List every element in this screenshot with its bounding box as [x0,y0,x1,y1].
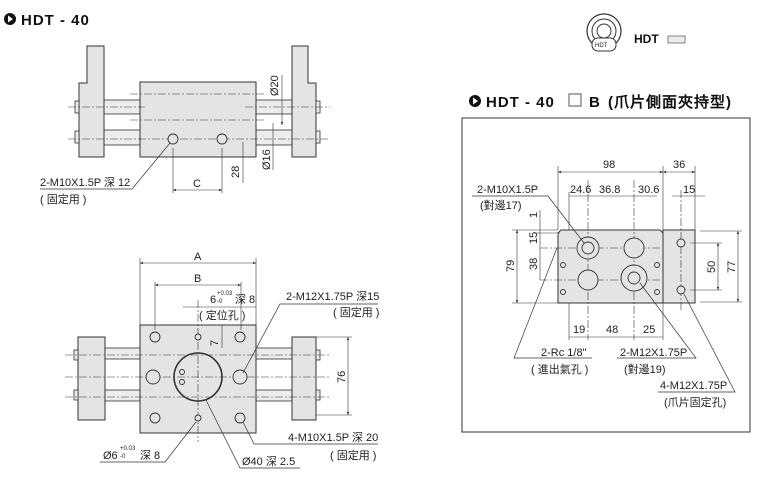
dim-c: C [193,178,201,190]
callout-m12: 2-M12X1.75P [620,347,687,359]
callout-m12-note: (對邊19) [624,362,666,376]
dim-7: 7 [209,340,221,346]
callout-m12-jaw-note: (爪片固定孔) [664,395,726,409]
dowel-bottom: Ø6 [103,450,118,462]
dim-phi16: Ø16 [261,149,273,170]
dim-15-top: 15 [683,184,695,196]
right-jaw [291,336,317,421]
dim-b: B [194,273,201,285]
dim-15-left: 15 [528,232,540,244]
dowel-bottom-depth: 深 8 [140,449,160,462]
callout-m10-note: ( 固定用 ) [330,448,376,462]
right-jaw [291,45,317,158]
dim-77: 77 [726,261,738,273]
callout-m12-jaw: 4-M12X1.75P [660,380,727,392]
dim-98: 98 [603,159,615,171]
dim-36-8: 36.8 [599,184,620,196]
dim-25: 25 [643,324,655,336]
dim-28: 28 [230,166,242,178]
jaw-block [557,229,664,304]
model-code-box [667,35,686,44]
dim-50: 50 [706,261,718,273]
dim-38: 38 [528,258,540,270]
dim-1: 1 [528,212,540,218]
dowel-bottom-tol-minus: -0 [120,454,126,460]
side-title-prefix: HDT - 40 [486,94,555,111]
dim-48: 48 [606,324,618,336]
dim-phi20: Ø20 [269,75,281,96]
dim-a: A [194,251,202,263]
recess-label: Ø40 深 2.5 [242,455,295,468]
body [139,81,257,158]
dim-19: 19 [573,324,585,336]
callout-rc: 2-Rc 1/8" [541,347,587,359]
dim-76: 76 [336,371,348,383]
side-view-frame [461,117,751,433]
side-title-note: (爪片側面夾持型) [608,93,732,111]
mount-holes [145,331,248,424]
bullet-icon [469,95,481,107]
callout-hole-note: ( 固定用 ) [40,192,86,206]
mount-hole [167,133,179,145]
callout-m10: 4-M10X1.5P 深 20 [288,431,378,444]
dowel-top: 6 [210,294,216,306]
front-view: A B 6 +0.03 -0 深 8 ( 定位孔 ) 7 76 2-M12X1.… [65,251,379,469]
dowel-top-tol-minus: -0 [217,299,223,305]
left-jaw [77,336,106,421]
dim-79: 79 [505,260,517,272]
logo-text: HDT [595,43,608,49]
callout-m12: 2-M12X1.75P 深15 [286,290,379,303]
dim-36: 36 [673,159,685,171]
logo-label: HDT [634,32,659,46]
dowel-top-tol-plus: +0.03 [217,291,233,297]
callout-m10: 2-M10X1.5P [477,184,538,196]
callout-m12-note: ( 固定用 ) [333,305,379,319]
side-title-suffix: B [589,94,601,111]
dowel-top-depth: 深 8 [235,293,255,306]
bullet-icon [4,13,16,25]
top-view: HDT - 40 C 28 Ø20 Ø16 2-M10X1.5P 深 12 ( … [4,12,330,206]
mount-hole [216,133,228,145]
hdt-logo: HDT HDT [586,13,686,52]
callout-m10-note: (對邊17) [480,198,522,212]
callout-rc-note: ( 進出氣孔 ) [531,362,588,376]
callout-hole: 2-M10X1.5P 深 12 [40,176,130,189]
dim-24-6: 24.6 [570,184,591,196]
side-clamp-view: HDT - 40 B (爪片側面夾持型) 98 36 24.6 36.8 30.… [461,93,751,433]
model-code-box [568,93,582,107]
left-jaw [78,45,105,158]
top-view-title: HDT - 40 [21,12,90,29]
dim-30-6: 30.6 [638,184,659,196]
dowel-top-note: ( 定位孔 ) [199,308,245,322]
dowel-bottom-tol-plus: +0.03 [120,446,136,452]
